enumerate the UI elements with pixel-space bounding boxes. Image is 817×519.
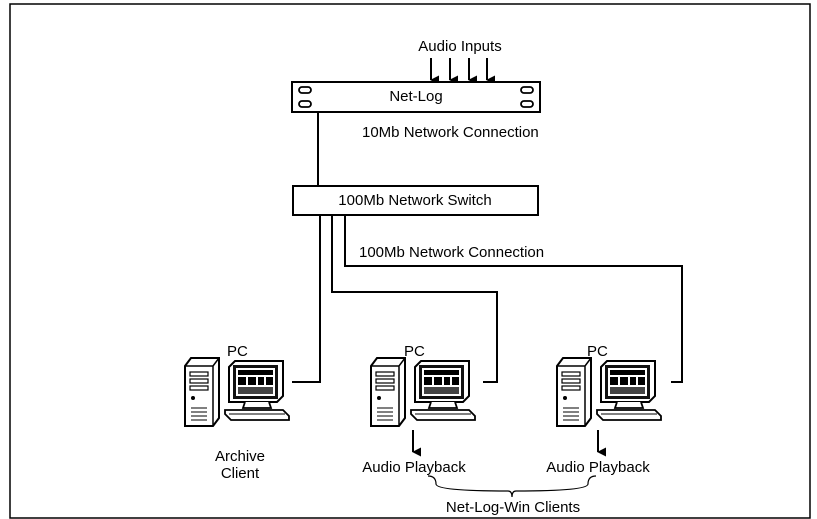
pc-client-2 [556, 357, 662, 427]
audio-inputs-label: Audio Inputs [418, 38, 502, 55]
netlog-unit [291, 81, 541, 113]
pc-client-1 [370, 357, 476, 427]
playback-caption-2: Audio Playback [546, 459, 650, 476]
netlog-label: Net-Log [389, 88, 443, 105]
clients-brace [427, 475, 597, 498]
switch-label: 100Mb Network Switch [338, 192, 492, 209]
playback-caption-1: Audio Playback [362, 459, 466, 476]
clients-group-label: Net-Log-Win Clients [445, 499, 581, 516]
diagram-border [9, 3, 811, 519]
pc-archive-label: PC [227, 343, 248, 360]
network-switch [292, 185, 539, 216]
audio-input-arrows [430, 58, 496, 85]
link-10mb-label: 10Mb Network Connection [362, 124, 539, 141]
pc-archive [184, 357, 290, 427]
pc-client-1-label: PC [404, 343, 425, 360]
archive-caption-line2: Client [220, 465, 260, 482]
link-100mb-label: 100Mb Network Connection [359, 244, 545, 261]
links-100mb [292, 216, 683, 383]
pc-client-2-label: PC [587, 343, 608, 360]
archive-caption-line1: Archive [214, 448, 266, 465]
